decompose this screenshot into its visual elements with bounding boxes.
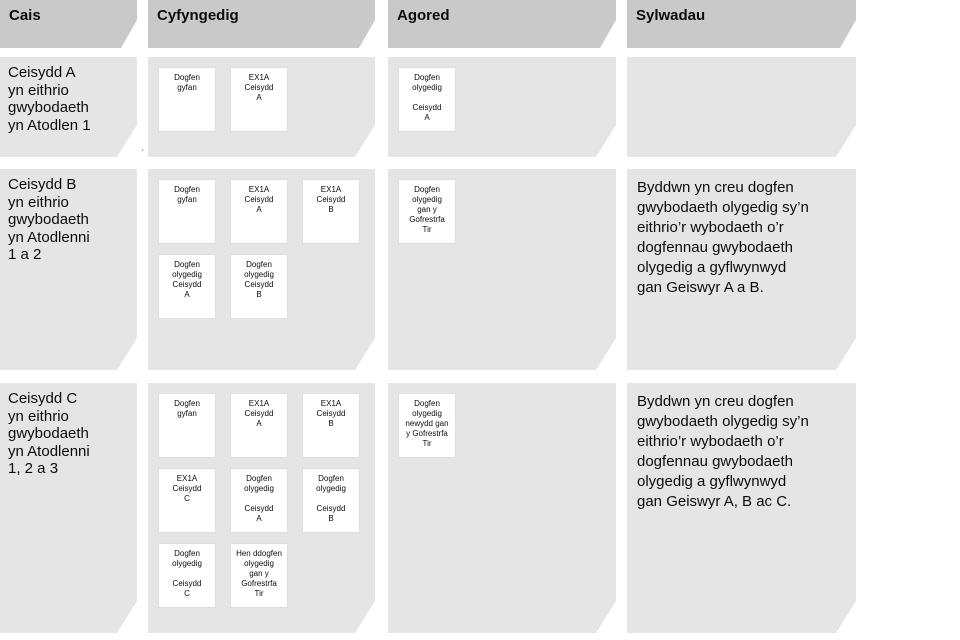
document-card: Hen ddogfen olygedig gan y Gofrestrfa Ti… (230, 543, 288, 608)
document-card: EX1A Ceisydd A (230, 393, 288, 458)
document-card: Dogfen olygedig Ceisydd B (230, 254, 288, 319)
document-card: EX1A Ceisydd A (230, 67, 288, 132)
document-card: Dogfen gyfan (158, 67, 216, 132)
document-card: Dogfen olygedig Ceisydd C (158, 543, 216, 608)
document-card: Dogfen olygedig Ceisydd A (230, 468, 288, 533)
column-header-cais: Cais (0, 0, 137, 48)
column-header-cyfyngedig: Cyfyngedig (148, 0, 375, 48)
column-header-agored: Agored (388, 0, 616, 48)
cell-ceisydd-b-sylwadau: Byddwn yn creu dogfen gwybodaeth olygedi… (627, 169, 856, 370)
cell-ceisydd-a-sylwadau (627, 57, 856, 157)
document-card: Dogfen gyfan (158, 393, 216, 458)
document-card: EX1A Ceisydd C (158, 468, 216, 533)
cell-ceisydd-a-cais: Ceisydd A yn eithrio gwybodaeth yn Atodl… (0, 57, 137, 157)
document-card: Dogfen gyfan (158, 179, 216, 244)
document-card: Dogfen olygedig gan y Gofrestrfa Tir (398, 179, 456, 244)
cell-ceisydd-b-agored: Dogfen olygedig gan y Gofrestrfa Tir (388, 169, 616, 370)
document-card: EX1A Ceisydd B (302, 179, 360, 244)
card-group: Dogfen gyfan EX1A Ceisydd A EX1A Ceisydd… (148, 169, 375, 329)
cell-ceisydd-a-agored: Dogfen olygedig Ceisydd A (388, 57, 616, 157)
stray-mark: ` (141, 149, 145, 160)
cell-ceisydd-c-cais: Ceisydd C yn eithrio gwybodaeth yn Atodl… (0, 383, 137, 633)
document-card: Dogfen olygedig Ceisydd B (302, 468, 360, 533)
card-group: Dogfen gyfan EX1A Ceisydd A (148, 57, 375, 142)
column-header-cyfyngedig-label: Cyfyngedig (157, 7, 239, 24)
sylwadau-text (627, 57, 856, 66)
document-card: EX1A Ceisydd B (302, 393, 360, 458)
column-header-sylwadau-label: Sylwadau (636, 7, 706, 24)
sylwadau-text: Byddwn yn creu dogfen gwybodaeth olygedi… (637, 393, 809, 510)
document-card: Dogfen olygedig Ceisydd A (158, 254, 216, 319)
column-header-cais-label: Cais (9, 7, 41, 24)
cell-ceisydd-c-cyfyngedig: Dogfen gyfan EX1A Ceisydd A EX1A Ceisydd… (148, 383, 375, 633)
cell-ceisydd-c-agored: Dogfen olygedig newydd gan y Gofrestrfa … (388, 383, 616, 633)
document-card: Dogfen olygedig Ceisydd A (398, 67, 456, 132)
card-group: Dogfen olygedig Ceisydd A (388, 57, 616, 142)
cell-ceisydd-c-sylwadau: Byddwn yn creu dogfen gwybodaeth olygedi… (627, 383, 856, 633)
document-card: EX1A Ceisydd A (230, 179, 288, 244)
card-group: Dogfen olygedig gan y Gofrestrfa Tir (388, 169, 616, 254)
cell-ceisydd-b-cyfyngedig: Dogfen gyfan EX1A Ceisydd A EX1A Ceisydd… (148, 169, 375, 370)
cais-text: Ceisydd A yn eithrio gwybodaeth yn Atodl… (8, 64, 91, 134)
card-group: Dogfen olygedig newydd gan y Gofrestrfa … (388, 383, 616, 468)
column-header-sylwadau: Sylwadau (627, 0, 856, 48)
cais-text: Ceisydd C yn eithrio gwybodaeth yn Atodl… (8, 390, 90, 477)
document-card: Dogfen olygedig newydd gan y Gofrestrfa … (398, 393, 456, 458)
column-header-agored-label: Agored (397, 7, 450, 24)
cais-text: Ceisydd B yn eithrio gwybodaeth yn Atodl… (8, 176, 90, 263)
card-group: Dogfen gyfan EX1A Ceisydd A EX1A Ceisydd… (148, 383, 375, 618)
sylwadau-text: Byddwn yn creu dogfen gwybodaeth olygedi… (637, 179, 809, 296)
cell-ceisydd-a-cyfyngedig: Dogfen gyfan EX1A Ceisydd A (148, 57, 375, 157)
cell-ceisydd-b-cais: Ceisydd B yn eithrio gwybodaeth yn Atodl… (0, 169, 137, 370)
